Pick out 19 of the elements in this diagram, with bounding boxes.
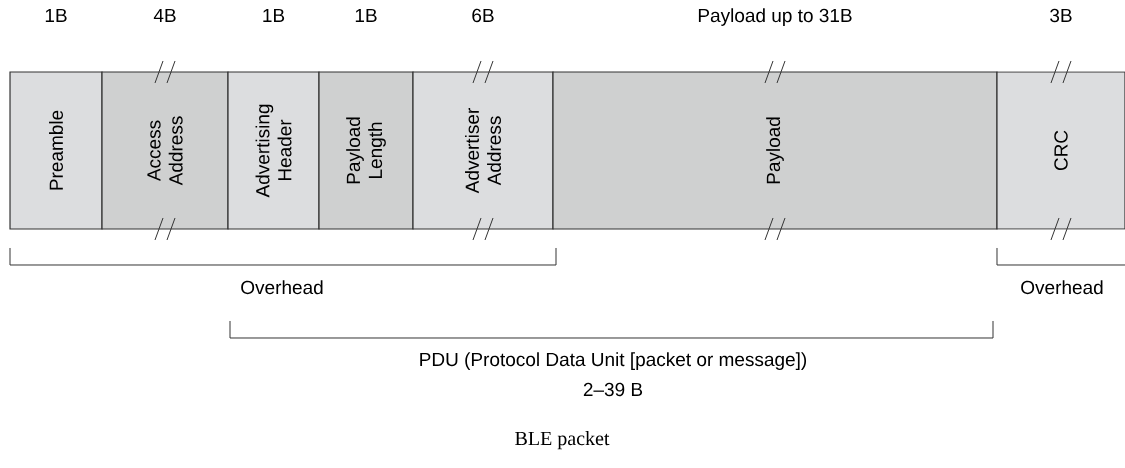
field-size: Payload up to 31B bbox=[698, 8, 852, 26]
caption: BLE packet bbox=[515, 431, 610, 450]
field-size: 3B bbox=[1050, 8, 1072, 23]
bracket-label: PDU (Protocol Data Unit [packet or message]) bbox=[420, 352, 807, 370]
packet-field: Payload Length bbox=[318, 71, 414, 230]
size-label: 2–39 B bbox=[583, 382, 643, 397]
packet-field: Access Address bbox=[101, 71, 229, 230]
bracket-label: Overhead bbox=[1021, 280, 1103, 295]
field-size: 1B bbox=[355, 8, 377, 22]
bracket-label: Overhead bbox=[241, 280, 323, 295]
field-size: 6B bbox=[472, 8, 494, 23]
packet-field: Preamble bbox=[9, 71, 103, 230]
packet-field: Advertiser Address bbox=[412, 71, 554, 230]
field-size: 4B bbox=[153, 8, 176, 22]
packet-field: Payload bbox=[552, 71, 998, 230]
packet-field: Advertising Header bbox=[227, 71, 320, 230]
packet-field: CRC bbox=[996, 71, 1125, 230]
field-size: 1B bbox=[45, 8, 67, 22]
field-size: 1B bbox=[263, 8, 285, 22]
